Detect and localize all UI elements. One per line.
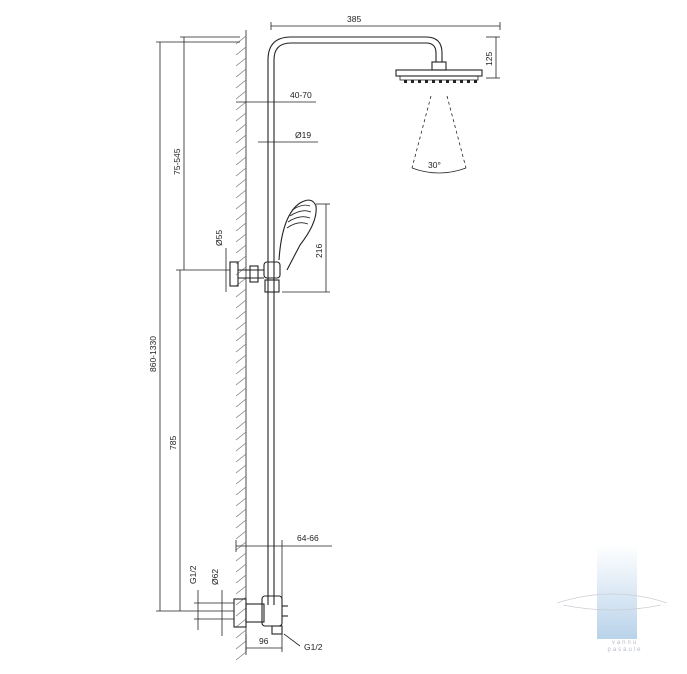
rain-shower-head bbox=[395, 61, 483, 174]
dim-inlet-thread: G1/2 bbox=[188, 565, 234, 630]
dim-outlet-thread: G1/2 bbox=[283, 633, 323, 652]
logo-text: vannu pasaule bbox=[595, 640, 655, 654]
wall-hatching bbox=[235, 35, 247, 661]
pipe-diameter-label: Ø19 bbox=[295, 130, 311, 140]
logo-text-line1: vannu bbox=[611, 640, 639, 646]
mixer-depth-label: 64-66 bbox=[297, 533, 319, 543]
dim-mixer-depth: 64-66 bbox=[235, 533, 332, 600]
thermostatic-mixer bbox=[233, 595, 288, 635]
top-range-label: 75-545 bbox=[172, 148, 182, 175]
head-height-label: 125 bbox=[484, 52, 494, 66]
inlet-thread-label: G1/2 bbox=[188, 565, 198, 584]
dim-flange-diameter: Ø62 bbox=[210, 569, 223, 636]
flange-diameter-label: Ø62 bbox=[210, 569, 220, 585]
dim-mixer-width: 96 bbox=[245, 634, 283, 652]
vannu-pasaule-logo bbox=[557, 545, 668, 639]
wall-distance-label: 40-70 bbox=[290, 90, 312, 100]
dim-total-height: 860-1330 bbox=[148, 41, 240, 612]
hand-shower bbox=[229, 199, 317, 293]
lower-height-label: 785 bbox=[168, 436, 178, 450]
outlet-thread-label: G1/2 bbox=[304, 642, 323, 652]
arm-length-label: 385 bbox=[347, 14, 361, 24]
riser-pipe bbox=[267, 36, 443, 605]
dim-head-height: 125 bbox=[484, 36, 500, 79]
dim-pipe-diameter: Ø19 bbox=[258, 130, 318, 143]
spray-angle-label: 30° bbox=[428, 160, 441, 170]
dim-arm-length: 385 bbox=[270, 14, 501, 30]
total-height-label: 860-1330 bbox=[148, 336, 158, 372]
wall bbox=[235, 30, 247, 661]
holder-diameter-label: Ø55 bbox=[214, 230, 224, 246]
dim-hand-shower-length: 216 bbox=[282, 203, 330, 293]
hand-shower-length-label: 216 bbox=[314, 244, 324, 258]
logo-text-line2: pasaule bbox=[607, 647, 643, 653]
dim-holder-diameter: Ø55 bbox=[176, 230, 230, 292]
mixer-width-label: 96 bbox=[259, 636, 269, 646]
dim-lower-height: 785 bbox=[168, 270, 181, 611]
dim-wall-distance: 40-70 bbox=[236, 90, 316, 103]
dim-top-range: 75-545 bbox=[172, 36, 240, 270]
